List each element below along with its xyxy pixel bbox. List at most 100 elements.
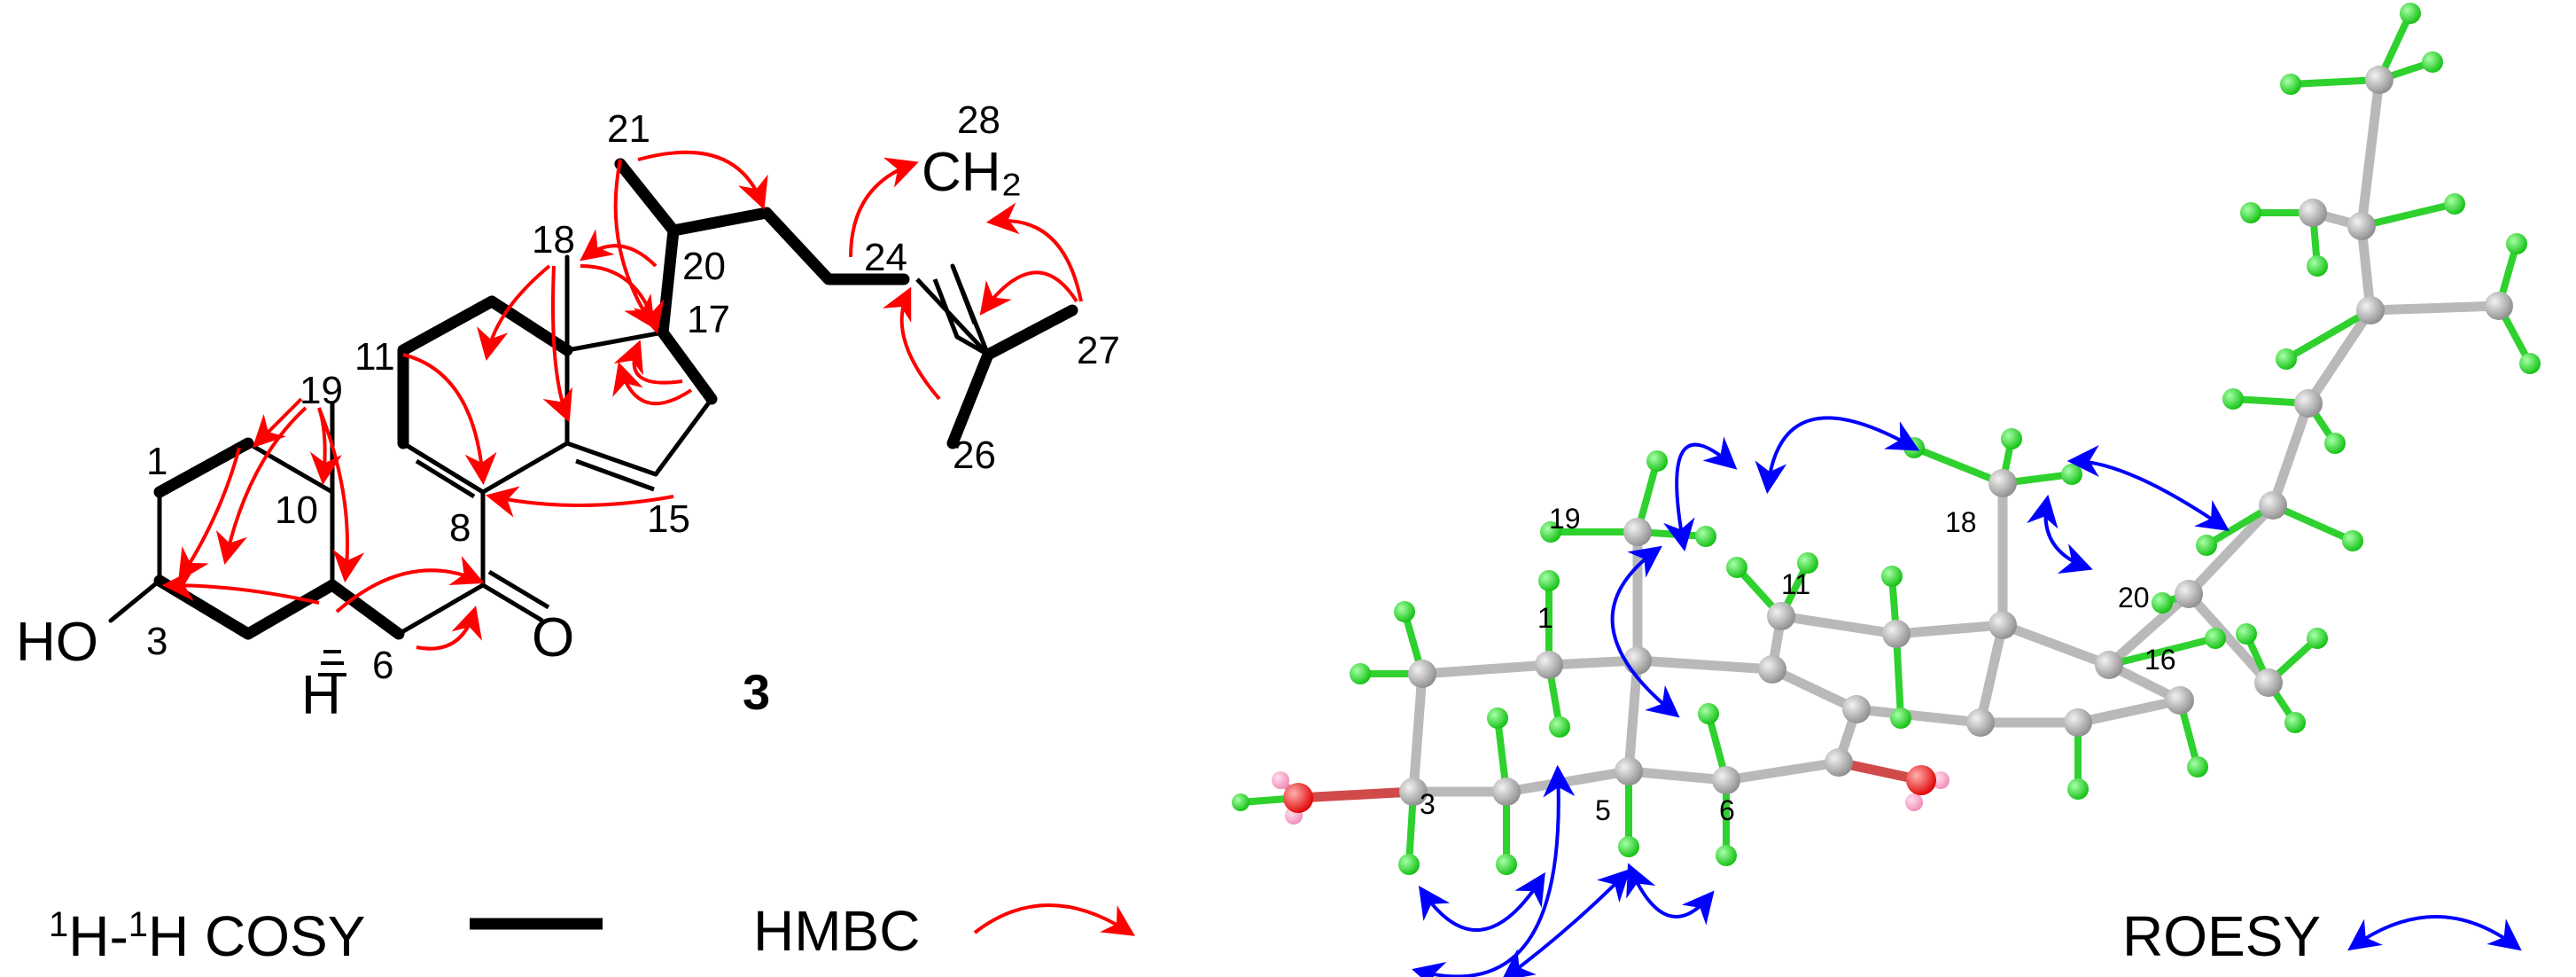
hydrogen-atom bbox=[2205, 628, 2226, 649]
cosy-legend-label: 1H-1H COSY bbox=[49, 904, 365, 968]
h5-hashed-bond bbox=[318, 650, 346, 676]
hydrogen-atom bbox=[2187, 756, 2208, 778]
model-bond bbox=[2303, 305, 2376, 409]
model-label-20: 20 bbox=[2118, 582, 2150, 614]
roesy-legend-label: ROESY bbox=[2122, 904, 2321, 968]
hydrogen-atom bbox=[1350, 663, 1371, 684]
model-label-5: 5 bbox=[1595, 794, 1611, 826]
carbon-atom bbox=[2095, 651, 2123, 679]
hydrogen-atom bbox=[2422, 51, 2443, 73]
carbon-atom bbox=[2356, 296, 2385, 324]
hydrogen-atom bbox=[1716, 845, 1737, 866]
model-label-19: 19 bbox=[1549, 503, 1581, 535]
model-label-1: 1 bbox=[1537, 602, 1553, 634]
atom-label-27: 27 bbox=[1077, 329, 1120, 372]
model-bond bbox=[1293, 786, 1419, 803]
atom-label-3: 3 bbox=[146, 620, 167, 663]
model-bond bbox=[2073, 695, 2185, 728]
atom-label-10: 10 bbox=[275, 488, 318, 532]
carbon-atom bbox=[2064, 708, 2092, 737]
hydrogen-atom bbox=[1797, 552, 1818, 574]
carbon-atom bbox=[2259, 491, 2287, 520]
model-h-bond bbox=[2283, 307, 2374, 363]
hydrogen-atom bbox=[1398, 854, 1420, 875]
carbon-atom bbox=[1623, 518, 1652, 546]
model-bond bbox=[1891, 620, 2008, 639]
model-bond bbox=[1767, 664, 1862, 715]
atom-label-24: 24 bbox=[864, 236, 907, 279]
hydrogen-atom bbox=[1698, 703, 1719, 724]
hydrogen-atom bbox=[1549, 716, 1570, 738]
model-bond bbox=[1721, 757, 1844, 786]
model-bond bbox=[2183, 500, 2278, 599]
molecular-model-3d: 1 3 5 6 11 16 18 19 20 bbox=[1232, 3, 2541, 977]
hydrogen-atom bbox=[2222, 388, 2244, 410]
carbon-atom bbox=[1767, 602, 1795, 630]
compound-number: 3 bbox=[743, 664, 770, 720]
model-atoms bbox=[1232, 3, 2541, 875]
hydrogen-atom bbox=[2067, 778, 2089, 800]
model-label-16: 16 bbox=[2144, 644, 2176, 676]
hydrogen-atom bbox=[2342, 530, 2363, 551]
model-bond bbox=[1851, 704, 1986, 728]
hydrogen-atom bbox=[2400, 3, 2421, 24]
model-label-3: 3 bbox=[1420, 788, 1436, 820]
model-h-bond bbox=[2358, 200, 2458, 230]
atom-label-6: 6 bbox=[372, 644, 393, 687]
carbon-atom bbox=[1882, 620, 1911, 648]
c14-c15-double-bond bbox=[566, 441, 657, 492]
carbon-atom bbox=[2294, 389, 2323, 418]
carbon-atom bbox=[1535, 651, 1563, 679]
carbon-atom bbox=[2254, 668, 2283, 697]
carbon-atom bbox=[1615, 757, 1643, 786]
oxygen-atom bbox=[1906, 765, 1936, 795]
c8-c9-double-bond bbox=[401, 441, 485, 499]
hydroxyl-hydrogen-atom bbox=[1272, 771, 1289, 789]
model-bond bbox=[2356, 74, 2385, 231]
carbon-atom bbox=[1492, 778, 1521, 806]
carbon-atom bbox=[1825, 748, 1853, 777]
hydrogen-atom bbox=[2236, 623, 2257, 645]
hydrogen-atom bbox=[1881, 566, 1903, 587]
hydrogen-atom bbox=[1890, 707, 1911, 729]
model-h-bond bbox=[2269, 502, 2356, 544]
hydrogen-atom bbox=[2519, 353, 2541, 374]
model-bond bbox=[1997, 620, 2114, 670]
carbon-atom bbox=[2166, 686, 2194, 715]
model-bond bbox=[1623, 766, 1732, 786]
atom-label-17: 17 bbox=[687, 298, 730, 341]
structure-2d: HO O H CH₂ 3 1 3 6 8 10 11 15 17 18 19 2… bbox=[16, 98, 1120, 726]
carbon-atom bbox=[1408, 660, 1436, 688]
hmbc-legend-arrow bbox=[973, 903, 1136, 936]
carbon-atom bbox=[2299, 199, 2327, 227]
methylene-label: CH₂ bbox=[922, 142, 1023, 203]
model-bond bbox=[1417, 660, 1554, 679]
carbon-atom bbox=[1623, 646, 1652, 675]
hydrogen-atom bbox=[2061, 464, 2082, 485]
carbon-atom bbox=[2175, 580, 2203, 608]
hmbc-arrows bbox=[161, 150, 1083, 651]
hydrogen-atom bbox=[2152, 592, 2173, 614]
hydrogen-atom bbox=[1646, 450, 1668, 472]
hydrogen-atom bbox=[1487, 707, 1508, 729]
roesy-legend-arrow bbox=[2347, 915, 2522, 951]
hydrogen-atom bbox=[2284, 712, 2306, 733]
hydroxyl-label: HO bbox=[16, 612, 98, 673]
atom-label-8: 8 bbox=[449, 506, 471, 550]
hydroxyl-hydrogen-atom bbox=[1932, 771, 1950, 789]
atom-label-20: 20 bbox=[682, 245, 726, 288]
model-bond bbox=[2104, 589, 2194, 670]
carbon-atom bbox=[2365, 66, 2393, 94]
hmbc-legend-label: HMBC bbox=[753, 899, 920, 963]
hydrogen-atom bbox=[2307, 255, 2328, 277]
carbon-atom bbox=[1712, 766, 1740, 794]
oxygen-atom bbox=[1283, 783, 1313, 813]
hydrogen-atom bbox=[1496, 854, 1517, 875]
hydrogen-atom bbox=[2324, 433, 2346, 454]
carbon-atom bbox=[1988, 469, 2017, 497]
model-h-bond bbox=[2105, 635, 2219, 668]
hydrogen-atom bbox=[2240, 202, 2261, 223]
model-bond bbox=[2183, 589, 2274, 688]
hydrogen-atom bbox=[1618, 836, 1639, 857]
atom-label-15: 15 bbox=[647, 497, 690, 541]
